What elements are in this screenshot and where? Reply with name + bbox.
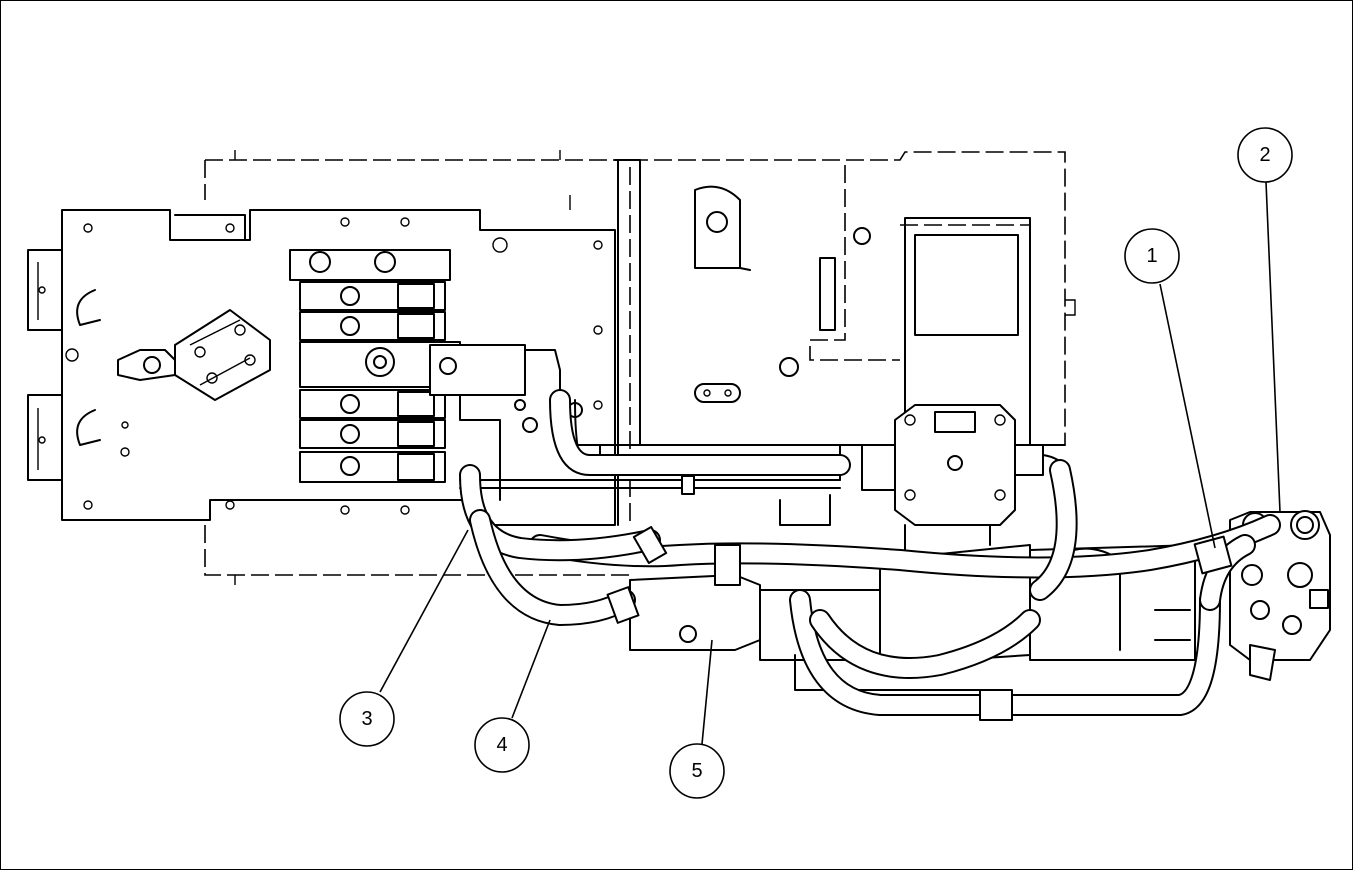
pipe-lines xyxy=(459,399,841,495)
chassis-plate xyxy=(27,209,616,526)
leader-line-5 xyxy=(701,639,713,745)
solenoid-valve-stack xyxy=(289,249,583,501)
callout-1-circle xyxy=(1124,228,1180,284)
callout-5-label: 5 xyxy=(691,760,702,782)
manifold-block xyxy=(1229,510,1331,681)
callout-5-circle xyxy=(669,743,725,799)
callout-3-circle xyxy=(339,691,395,747)
callouts: 1 2 3 4 5 xyxy=(339,127,1293,799)
leader-line-3 xyxy=(379,529,469,693)
callout-1-label: 1 xyxy=(1146,245,1157,267)
callout-4-label: 4 xyxy=(496,734,507,756)
hoses xyxy=(459,389,1281,721)
leader-line-2 xyxy=(1265,181,1281,513)
leader-line-1 xyxy=(1159,283,1216,549)
callout-4-circle xyxy=(474,717,530,773)
callout-3-label: 3 xyxy=(361,708,372,730)
control-valve-block xyxy=(861,404,1072,526)
callout-2-label: 2 xyxy=(1259,144,1270,166)
leader-line-4 xyxy=(511,619,551,719)
callout-2-circle xyxy=(1237,127,1293,183)
